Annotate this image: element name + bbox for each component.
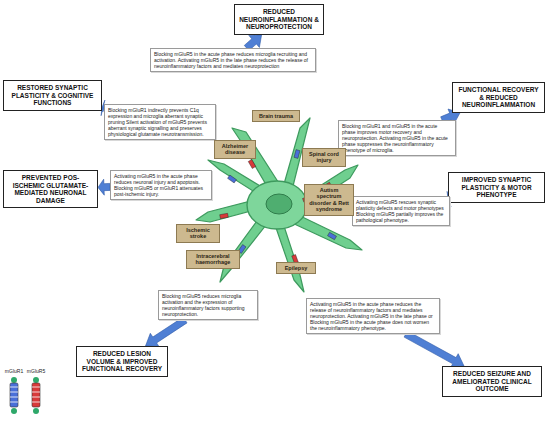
disease-text: Brain trauma <box>255 113 297 119</box>
description-box: Activating mGluR5 in the acute phase red… <box>110 170 212 200</box>
description-text: Blocking mGluR1 indirectly prevents C1q … <box>108 107 212 137</box>
disease-text: Intracerebral haemorrhage <box>189 253 237 266</box>
outcome-text: REDUCED NEUROINFLAMMATION & NEUROPROTECT… <box>238 8 320 31</box>
outcome-box: REDUCED LESION VOLUME & IMPROVED FUNCTIO… <box>76 346 168 377</box>
outcome-box: FUNCTIONAL RECOVERY & REDUCED NEUROINFLA… <box>452 82 545 113</box>
disease-label: Autism spectrum disorder & Rett syndrome <box>304 184 354 216</box>
disease-text: Autism spectrum disorder & Rett syndrome <box>307 187 351 213</box>
receptor-swatch <box>29 376 43 416</box>
description-box: Activating mGluR5 in the acute phase red… <box>306 298 440 334</box>
description-text: Activating mGluR5 in the acute phase red… <box>114 173 208 197</box>
disease-text: Spinal cord injury <box>305 151 343 164</box>
block-arrow <box>98 179 110 195</box>
disease-label: Epilepsy <box>276 262 316 274</box>
legend-text: mGluR1 <box>4 368 24 374</box>
outcome-box: PREVENTED POS-ISCHEMIC GLUTAMATE-MEDIATE… <box>3 170 98 208</box>
outcome-text: FUNCTIONAL RECOVERY & REDUCED NEUROINFLA… <box>456 86 541 109</box>
description-text: Activating mGluR5 in the acute phase red… <box>310 301 436 331</box>
outcome-text: RESTORED SYNAPTIC PLASTICITY & COGNITIVE… <box>7 84 98 107</box>
block-arrow <box>146 317 188 347</box>
disease-text: Epilepsy <box>279 265 313 271</box>
description-box: Blocking mGluR1 indirectly prevents C1q … <box>104 104 216 140</box>
description-box: Blocking mGluR5 reduces microglia activa… <box>158 290 258 320</box>
disease-label: Spinal cord injury <box>302 148 346 167</box>
receptor-swatch <box>7 376 21 416</box>
outcome-box: REDUCED NEUROINFLAMMATION & NEUROPROTECT… <box>234 4 324 35</box>
disease-label: Ischemic stroke <box>176 224 220 243</box>
disease-label: Intracerebral haemorrhage <box>186 250 240 269</box>
outcome-text: REDUCED LESION VOLUME & IMPROVED FUNCTIO… <box>80 350 164 373</box>
outcome-text: REDUCED SEIZURE AND AMELIORATED CLINICAL… <box>446 370 538 393</box>
disease-text: Ischemic stroke <box>179 227 217 240</box>
outcome-box: RESTORED SYNAPTIC PLASTICITY & COGNITIVE… <box>3 80 102 111</box>
outcome-text: PREVENTED POS-ISCHEMIC GLUTAMATE-MEDIATE… <box>7 174 94 204</box>
block-arrow <box>404 331 464 368</box>
description-box: Activating mGluR5 rescues synaptic plast… <box>352 196 450 226</box>
description-text: Activating mGluR5 rescues synaptic plast… <box>356 199 446 223</box>
outcome-box: IMPROVED SYNAPTIC PLASTICITY & MOTOR PHE… <box>448 172 545 203</box>
description-text: Blocking mGluR1 and mGluR5 in the acute … <box>342 123 452 153</box>
outcome-text: IMPROVED SYNAPTIC PLASTICITY & MOTOR PHE… <box>452 176 541 199</box>
description-text: Blocking mGluR5 reduces microglia activa… <box>162 293 254 317</box>
legend-text: mGluR5 <box>26 368 46 374</box>
disease-label: Alzheimer disease <box>214 140 256 159</box>
description-box: Blocking mGluR1 and mGluR5 in the acute … <box>338 120 456 156</box>
description-text: Blocking mGluR5 in the acute phase reduc… <box>154 51 312 69</box>
disease-label: Brain trauma <box>252 110 300 122</box>
outcome-box: REDUCED SEIZURE AND AMELIORATED CLINICAL… <box>442 366 542 397</box>
description-box: Blocking mGluR5 in the acute phase reduc… <box>150 48 316 72</box>
disease-text: Alzheimer disease <box>217 143 253 156</box>
